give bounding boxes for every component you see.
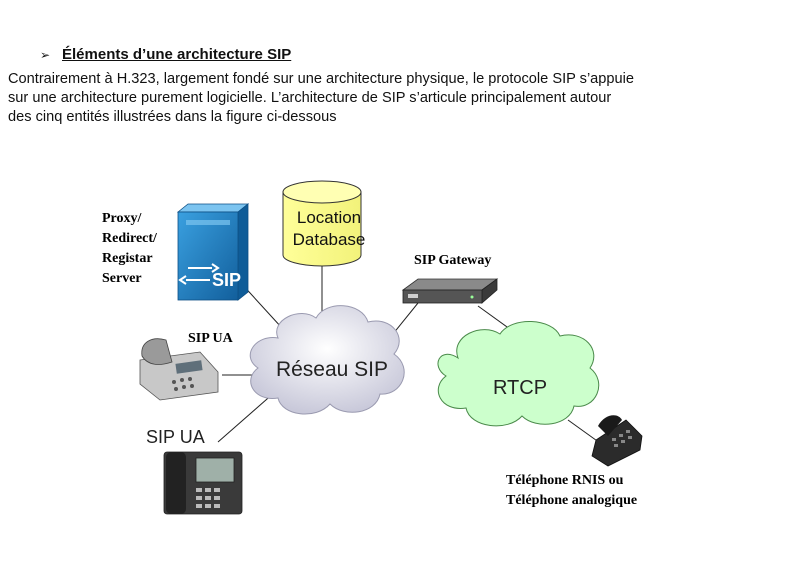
sip-server-icon: SIP xyxy=(176,203,250,301)
proxy-label-line2: Redirect/ xyxy=(102,231,158,246)
paragraph-line: sur une architecture purement logicielle… xyxy=(8,90,612,106)
rtcp-label: RTCP xyxy=(493,377,547,399)
gateway-label: SIP Gateway xyxy=(414,253,491,268)
isdn-label-line1: Téléphone RNIS ou xyxy=(506,473,624,488)
ip-phone-icon xyxy=(163,451,243,515)
rtcp-to-phone-line xyxy=(567,419,601,444)
ip-phone-icon xyxy=(139,338,219,401)
paragraph-line: des cinq entités illustrées dans la figu… xyxy=(8,109,337,125)
db-label-line2: Database xyxy=(293,230,366,249)
ua-bottom-to-network-line xyxy=(217,391,276,443)
proxy-label-line4: Server xyxy=(102,271,142,286)
network-label: Réseau SIP xyxy=(276,358,388,381)
proxy-label-line1: Proxy/ xyxy=(102,211,143,226)
sip-ua-top: SIP UA xyxy=(139,331,234,401)
rtcp-cloud: RTCP xyxy=(437,321,600,427)
section-title: Éléments d’une architecture SIP xyxy=(62,46,292,63)
intro-paragraph: Contrairement à H.323, largement fondé s… xyxy=(8,70,768,127)
db-label-line1: Location xyxy=(297,208,361,227)
proxy-label-line3: Registar xyxy=(102,251,153,266)
sip-ua-bottom-label: SIP UA xyxy=(146,427,205,447)
server-logo-text: SIP xyxy=(212,270,241,290)
sip-network-cloud: Réseau SIP xyxy=(249,305,405,415)
desk-phone-icon xyxy=(591,415,643,467)
bullet-arrow-icon: ➢ xyxy=(40,48,51,62)
gateway-device-icon xyxy=(401,278,499,304)
proxy-server: Proxy/ Redirect/ Registar Server SIP xyxy=(102,203,250,301)
sip-ua-top-label: SIP UA xyxy=(188,331,234,346)
paragraph-line: Contrairement à H.323, largement fondé s… xyxy=(8,71,635,87)
isdn-label-line2: Téléphone analogique xyxy=(506,493,637,508)
isdn-phone: Téléphone RNIS ou Téléphone analogique xyxy=(506,415,643,508)
sip-gateway: SIP Gateway xyxy=(401,253,499,304)
sip-ua-bottom: SIP UA xyxy=(146,427,243,515)
location-database: Location Database xyxy=(282,180,366,267)
section-heading: ➢ Éléments d’une architecture SIP xyxy=(40,46,291,63)
